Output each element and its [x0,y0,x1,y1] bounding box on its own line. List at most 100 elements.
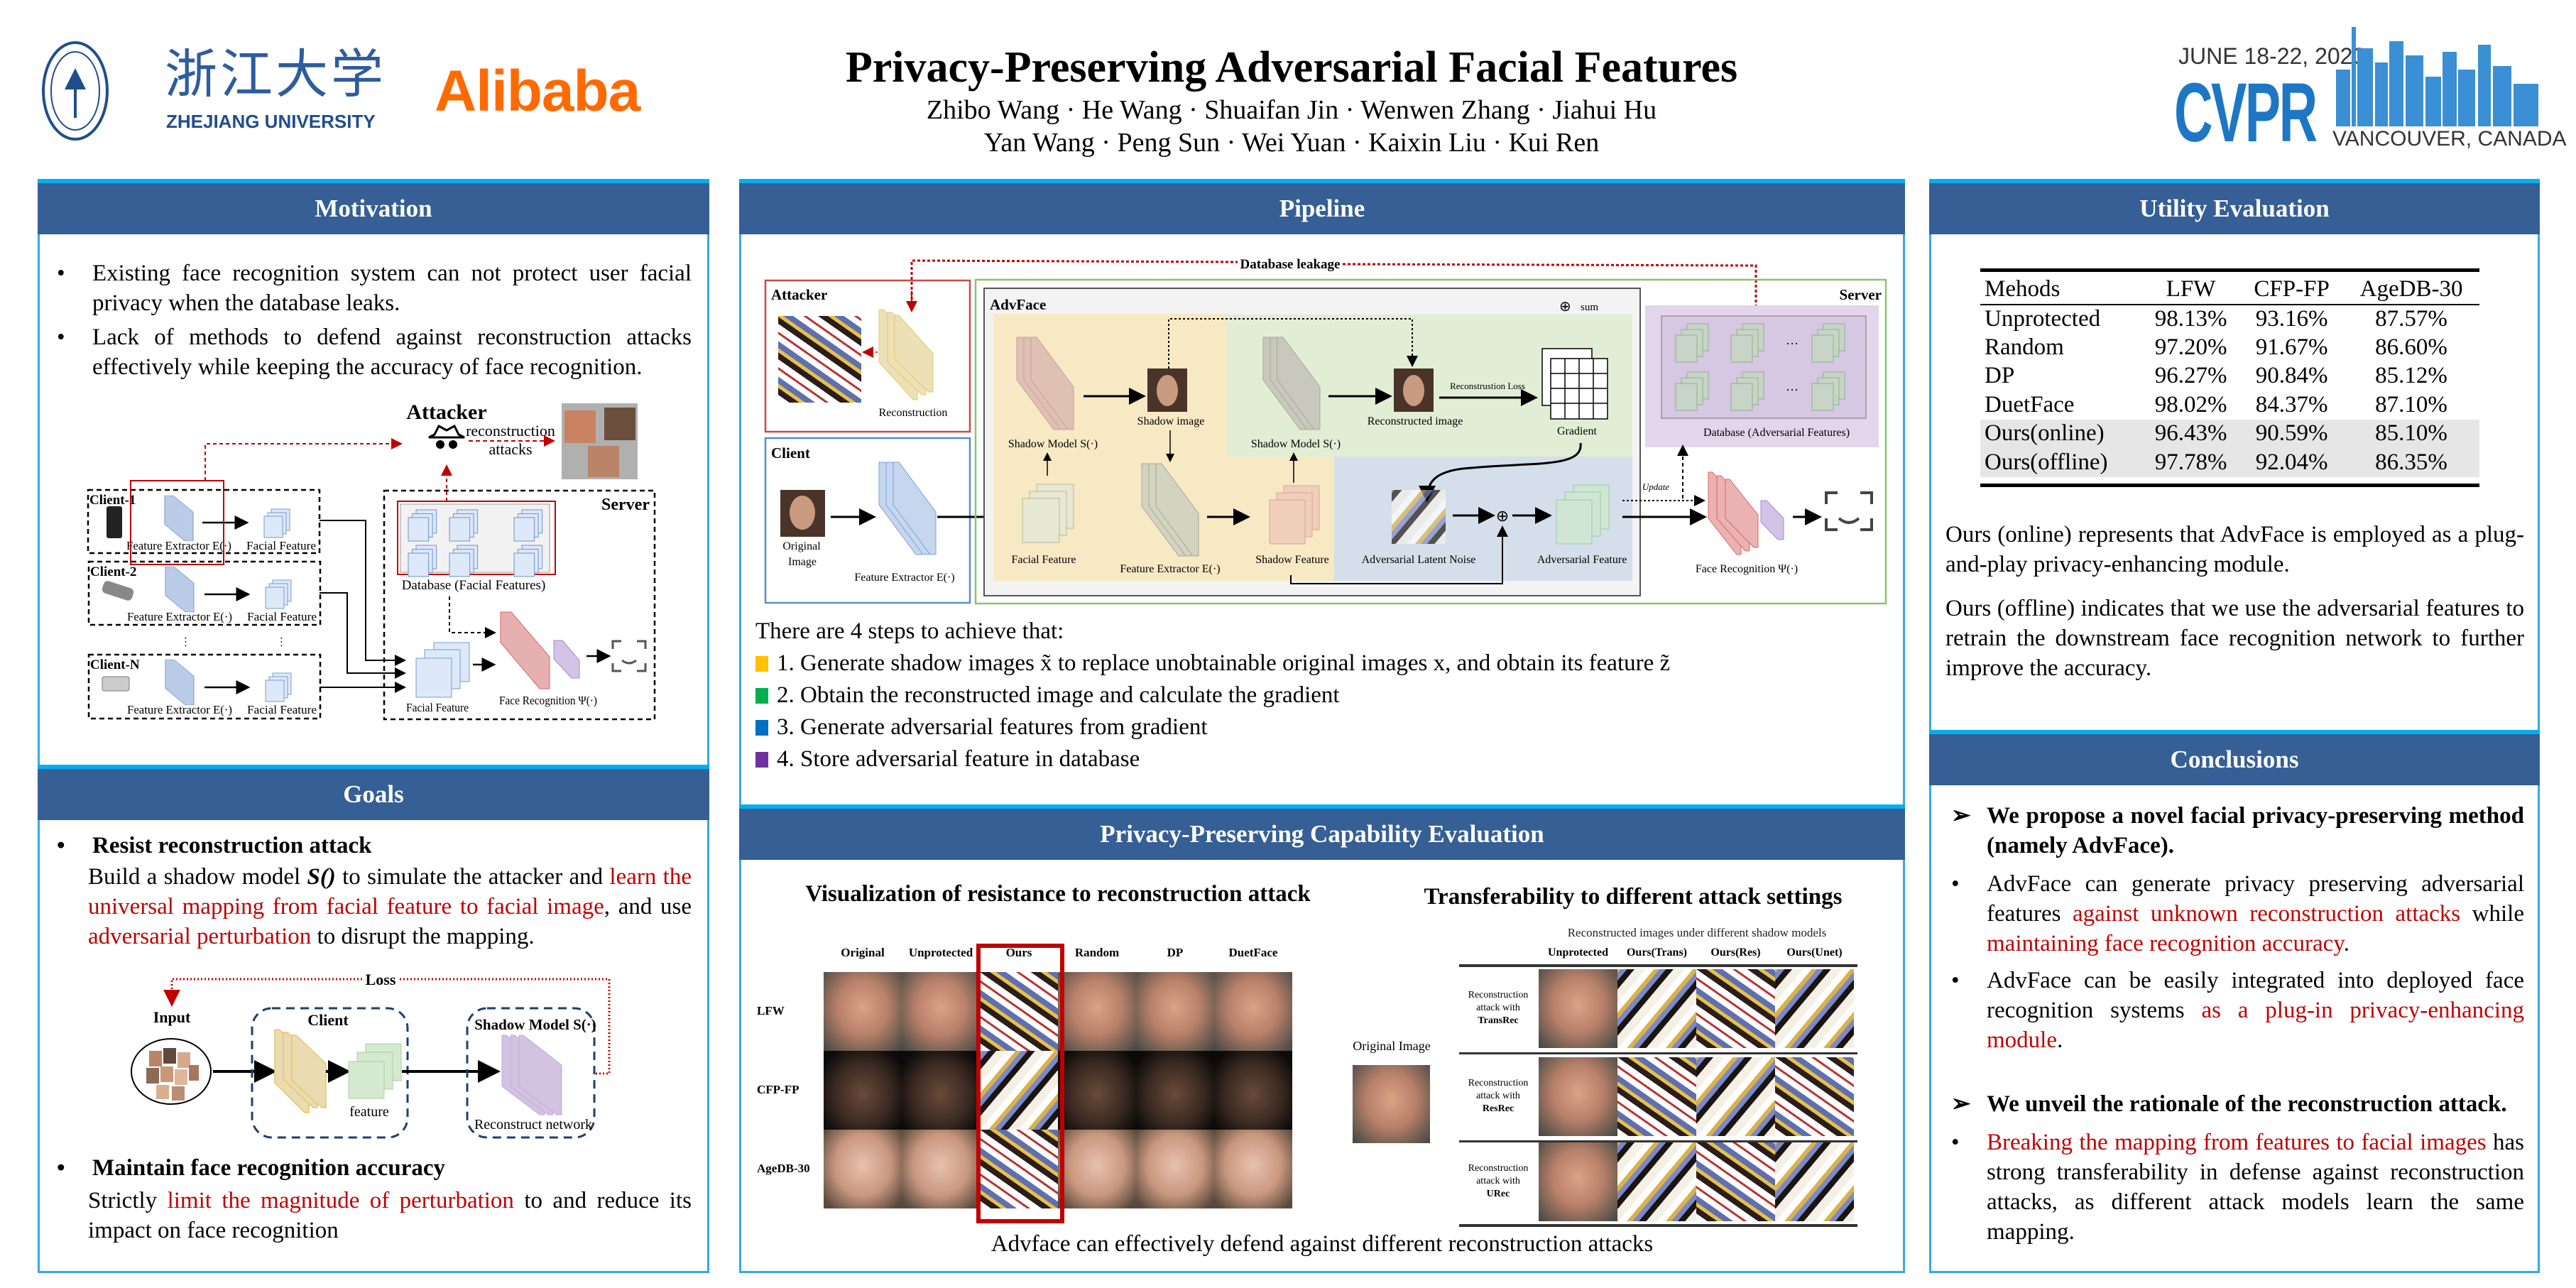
table-row: Ours(offline)97.78%92.04%86.35% [1980,448,2479,477]
highlight-text: as a plug-in privacy-enhancing module [1987,998,2524,1053]
pipeline-steps: There are 4 steps to achieve that: 1. Ge… [755,616,1877,775]
shadow-image-label: Shadow image [1137,415,1205,427]
transferability-title: Transferability to different attack sett… [1424,884,1843,910]
motivation-bullets: •Existing face recognition system can no… [51,258,692,382]
shadow-model-diagram: Loss Input Client feature Shadow Model S… [131,971,611,1139]
face-image [824,972,902,1051]
conclusion-heading: ➢We propose a novel facial privacy-prese… [1945,801,2524,861]
authors-line-1: Zhibo Wang · He Wang · Shuaifan Jin · We… [926,95,1657,125]
face-image [902,1051,980,1130]
value-cell: 85.12% [2375,363,2447,389]
highlight-text: learn the universal mapping from facial … [88,864,692,919]
zju-seal-logo [42,41,109,141]
offline-note: Ours (offline) indicates that we use the… [1945,596,2524,681]
value-cell: 91.67% [2255,334,2328,360]
vis-column-header: DuetFace [1228,946,1278,959]
text-segment: . [2343,931,2349,956]
vis-column-header: DP [1167,946,1184,959]
sum-operator-icon: ⊕ [1496,507,1509,525]
reconstructed-noise-image [778,316,861,403]
face-recognition-label: Face Recognition Ψ(·) [499,694,597,707]
ours-highlight-box [976,944,1064,1223]
client-n-box: Client-N Feature Extractor E(·) Facial F… [87,653,322,720]
transferability-subtitle: Reconstructed images under different sha… [1567,926,1827,939]
feature-extractor-label: Feature Extractor E(·) [126,539,231,552]
server-label: Server [601,496,650,514]
value-cell: 97.20% [2154,334,2227,360]
original-image-label: Original Image [1353,1039,1431,1053]
goal-2-title: •Maintain face recognition accuracy [51,1153,692,1183]
text-segment: , and use [604,894,692,919]
poster-title: Privacy-Preserving Adversarial Facial Fe… [845,43,1738,92]
privacy-caption: Advface can effectively defend against d… [990,1231,1654,1257]
gradient-label: Gradient [1557,425,1598,437]
client-2-box: Client-2 Feature Extractor E(·) Facial F… [87,560,322,626]
attacker-box [764,279,971,433]
value-cell: 97.78% [2154,449,2227,475]
bullet-icon: • [57,833,65,858]
trans-column-header: Unprotected [1547,946,1609,959]
zju-english-name: ZHEJIANG UNIVERSITY [166,111,376,132]
face-recognition-label: Face Recognition Ψ(·) [1696,563,1798,575]
text-segment: Build a shadow model [88,864,307,890]
vis-column-header: Random [1074,946,1120,959]
privacy-evaluation-header: Privacy-Preserving Capability Evaluation [739,804,1905,860]
cvpr-location: VANCOUVER, CANADA [2332,127,2567,151]
goal-1-title: •Resist reconstruction attack [51,831,692,861]
server-outer-box [974,278,1887,605]
value-cell: 96.43% [2154,420,2227,447]
column-header: LFW [2166,276,2216,302]
server-label: Server [1840,286,1882,303]
phone-icon [107,506,122,538]
vis-column-header: Original [841,946,885,959]
column-header: Mehods [1985,276,2061,302]
face-image [1539,1142,1617,1221]
reconstruct-network-label: Reconstruct network [474,1117,592,1133]
pipeline-header: Pipeline [739,179,1905,234]
method-cell: Unprotected [1985,305,2101,332]
face-image [1058,1130,1136,1208]
update-label: Update [1642,481,1670,492]
pipeline-step: 4. Store adversarial feature in database [755,744,1877,775]
label-line: attack with [1476,1176,1520,1186]
vertical-ellipsis: ··· [179,636,191,648]
vis-row-label: LFW [757,1004,785,1017]
conclusions-header: Conclusions [1929,730,2540,785]
face-image [824,1051,902,1130]
adversarial-feature-label: Adversarial Feature [1537,554,1627,566]
conclusion-bullet: •AdvFace can generate privacy preserving… [1945,869,2524,959]
client-label: Client-N [90,657,140,672]
face-image [1058,972,1136,1051]
value-cell: 86.60% [2375,334,2447,360]
goal-title-text: Maintain face recognition accuracy [92,1155,446,1181]
method-cell: Ours(offline) [1985,449,2108,475]
attacker-label: Attacker [771,286,827,303]
reconstructed-noise-image [1696,1057,1775,1136]
value-cell: 84.37% [2255,391,2328,417]
cvpr-logo-text: CVPR [2174,66,2318,160]
trans-rule [1459,1224,1857,1227]
original-image [1353,1065,1430,1143]
reconstructed-noise-image [1696,1142,1775,1221]
client-label: Client [771,444,810,462]
reconstructed-noise-image [980,1051,1058,1130]
sum-label: sum [1581,302,1598,313]
adversarial-noise-image [1392,490,1446,544]
reconstruction-network [878,309,934,400]
face-image [1136,972,1214,1051]
reconstructed-noise-image [1696,969,1775,1048]
client-label: Client-2 [90,564,136,579]
input-label: Input [153,1008,191,1026]
step-text: 2. Obtain the reconstructed image and ca… [777,682,1340,708]
method-cell: Ours(online) [1985,420,2105,447]
trans-column-header: Ours(Trans) [1626,946,1688,959]
reconstructed-image-label: Reconstructed image [1368,415,1463,427]
value-cell: 85.10% [2375,420,2447,447]
database-label: Database (Facial Features) [402,578,546,593]
attacker-label: Attacker [406,400,486,424]
arrow-bullet-icon: ➢ [1951,803,1971,829]
